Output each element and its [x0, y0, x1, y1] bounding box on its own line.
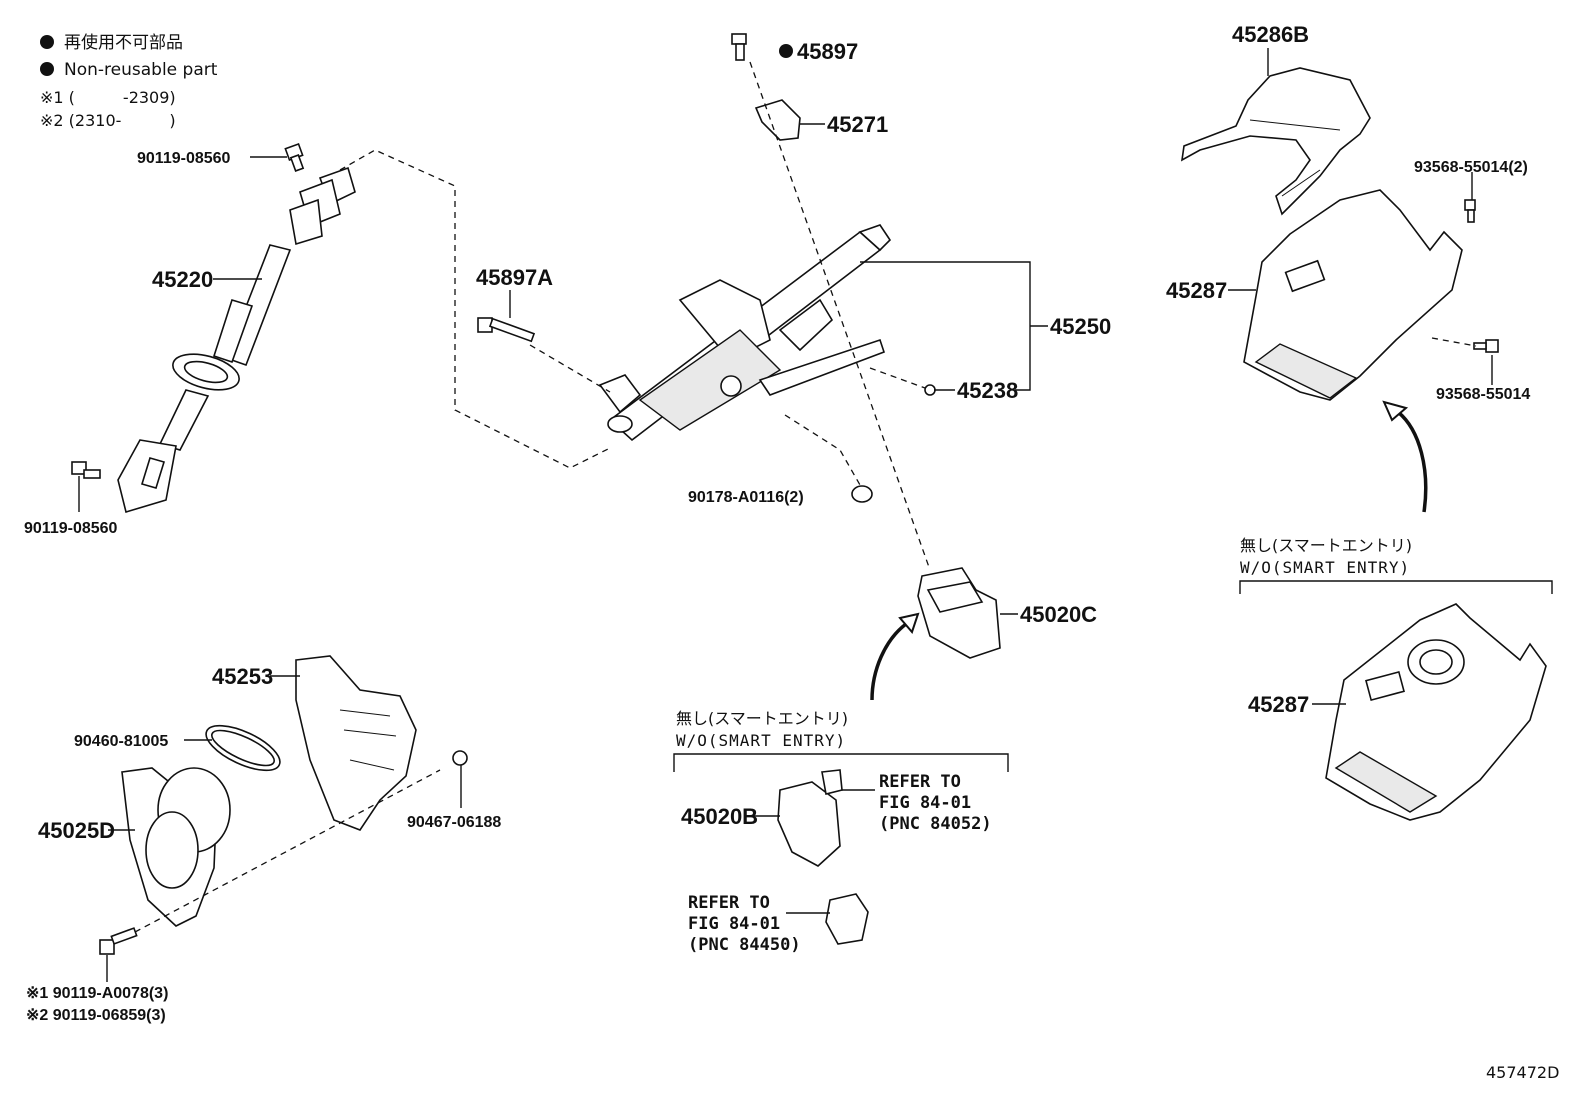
steering-lock-drawing	[917, 567, 1001, 659]
part-label-90119-08560-bottom[interactable]: 90119-08560	[24, 520, 118, 537]
part-label-45020B[interactable]: 45020B	[681, 804, 758, 829]
part-label-45287-top[interactable]: 45287	[1166, 278, 1227, 303]
legend-non-reusable-en: Non-reusable part	[64, 60, 218, 80]
ignition-switch-drawing	[777, 769, 869, 945]
bolt-icon	[99, 927, 138, 955]
part-label-93568-55014[interactable]: 93568-55014	[1436, 386, 1530, 403]
part-label-45250[interactable]: 45250	[1050, 314, 1111, 339]
lower-cover-bottom-drawing	[1325, 603, 1547, 821]
refer-1-line-1: REFER TO	[879, 772, 961, 792]
part-label-90467-06188[interactable]: 90467-06188	[407, 814, 501, 831]
upper-cover-drawing	[1180, 67, 1371, 216]
part-label-90178-A0116[interactable]: 90178-A0116(2)	[688, 489, 804, 506]
part-label-90460-81005[interactable]: 90460-81005	[74, 733, 168, 750]
bolt-icon	[1464, 199, 1476, 223]
part-label-90119-06859[interactable]: ※2 90119-06859(3)	[26, 1007, 166, 1024]
part-label-45271[interactable]: 45271	[827, 112, 888, 137]
condition-wo-smart-entry-jp: 無し(スマートエントリ)	[676, 709, 848, 728]
arrow-icon	[1382, 400, 1409, 422]
condition-wo-smart-entry-en-right: W/O(SMART ENTRY)	[1240, 558, 1410, 577]
part-label-93568-55014-2[interactable]: 93568-55014(2)	[1414, 159, 1528, 176]
intermediate-shaft-drawing	[71, 142, 356, 514]
condition-wo-smart-entry-en: W/O(SMART ENTRY)	[676, 731, 846, 750]
bolt-icon	[1473, 339, 1499, 353]
legend-non-reusable-jp: 再使用不可部品	[64, 32, 183, 53]
part-label-45897A[interactable]: 45897A	[476, 265, 553, 290]
part-label-90119-A0078[interactable]: ※1 90119-A0078(3)	[26, 985, 168, 1002]
legend: 再使用不可部品 Non-reusable part ※1 ( -2309) ※2…	[40, 32, 218, 130]
condition-wo-smart-entry-jp-right: 無し(スマートエントリ)	[1240, 536, 1412, 555]
part-label-45253[interactable]: 45253	[212, 664, 273, 689]
part-label-90119-08560-top[interactable]: 90119-08560	[137, 150, 231, 167]
refer-1-line-3: (PNC 84052)	[879, 814, 992, 834]
non-reusable-dot-icon	[779, 44, 793, 58]
part-label-45287-bottom[interactable]: 45287	[1248, 692, 1309, 717]
hole-cover-drawing	[121, 724, 281, 927]
arrow-icon	[898, 612, 920, 634]
refer-1-line-2: FIG 84-01	[879, 793, 971, 813]
lower-cover-top-drawing	[1243, 189, 1463, 401]
nut-icon	[924, 384, 936, 396]
part-label-45286B[interactable]: 45286B	[1232, 22, 1309, 47]
legend-note-2: ※2 (2310- )	[40, 111, 176, 130]
clip-icon	[452, 750, 468, 766]
non-reusable-dot-icon	[40, 62, 54, 76]
bolt-icon	[71, 461, 101, 479]
steering-column-drawing	[477, 33, 936, 503]
bolt-icon	[284, 142, 305, 172]
figure-id: 457472D	[1486, 1063, 1559, 1082]
part-label-45020C[interactable]: 45020C	[1020, 602, 1097, 627]
part-label-45220[interactable]: 45220	[152, 267, 213, 292]
refer-2-line-1: REFER TO	[688, 893, 770, 913]
bolt-icon	[731, 33, 747, 61]
bushing-icon	[851, 485, 873, 503]
legend-note-1: ※1 ( -2309)	[40, 88, 176, 107]
part-label-45897[interactable]: 45897	[797, 39, 858, 64]
column-cover-drawing	[295, 655, 417, 831]
refer-2-line-3: (PNC 84450)	[688, 935, 801, 955]
part-label-45238[interactable]: 45238	[957, 378, 1018, 403]
part-label-45025D[interactable]: 45025D	[38, 818, 115, 843]
refer-2-line-2: FIG 84-01	[688, 914, 780, 934]
bolt-icon	[477, 317, 536, 343]
non-reusable-dot-icon	[40, 35, 54, 49]
